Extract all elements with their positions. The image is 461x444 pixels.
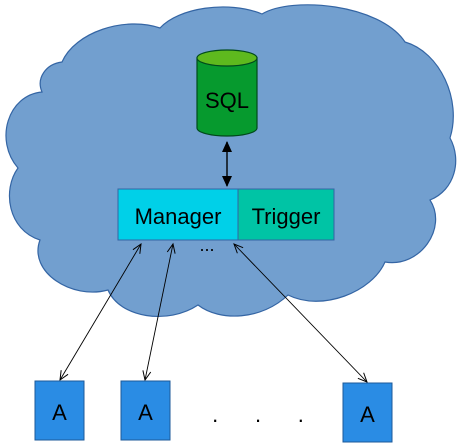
agent-2-arrow xyxy=(142,242,176,382)
trigger-box: Trigger xyxy=(237,188,335,241)
agent-rect xyxy=(34,380,85,441)
trigger-label: Trigger xyxy=(252,204,321,229)
database-cylinder-body xyxy=(196,57,258,137)
agent-rect xyxy=(342,382,393,443)
database-label: SQL xyxy=(205,88,249,113)
manager-label: Manager xyxy=(135,204,222,229)
agent-label: A xyxy=(360,402,375,427)
manager-rect xyxy=(117,188,239,241)
agent-box-1: A xyxy=(34,380,85,441)
trigger-rect xyxy=(237,188,335,241)
sql-database: SQL xyxy=(196,49,258,137)
agent-box-2: A xyxy=(120,380,171,441)
manager-ellipsis: ... xyxy=(199,235,214,255)
database-cylinder-top xyxy=(196,49,258,67)
agent-label: A xyxy=(52,400,67,425)
manager-box: Manager xyxy=(117,188,239,241)
agent-3-arrow xyxy=(233,243,368,383)
agent-box-3: A xyxy=(342,382,393,443)
agent-rect xyxy=(120,380,171,441)
agent-1-arrow xyxy=(59,242,142,382)
agent-label: A xyxy=(138,400,153,425)
agents-ellipsis: . . . xyxy=(212,402,304,427)
